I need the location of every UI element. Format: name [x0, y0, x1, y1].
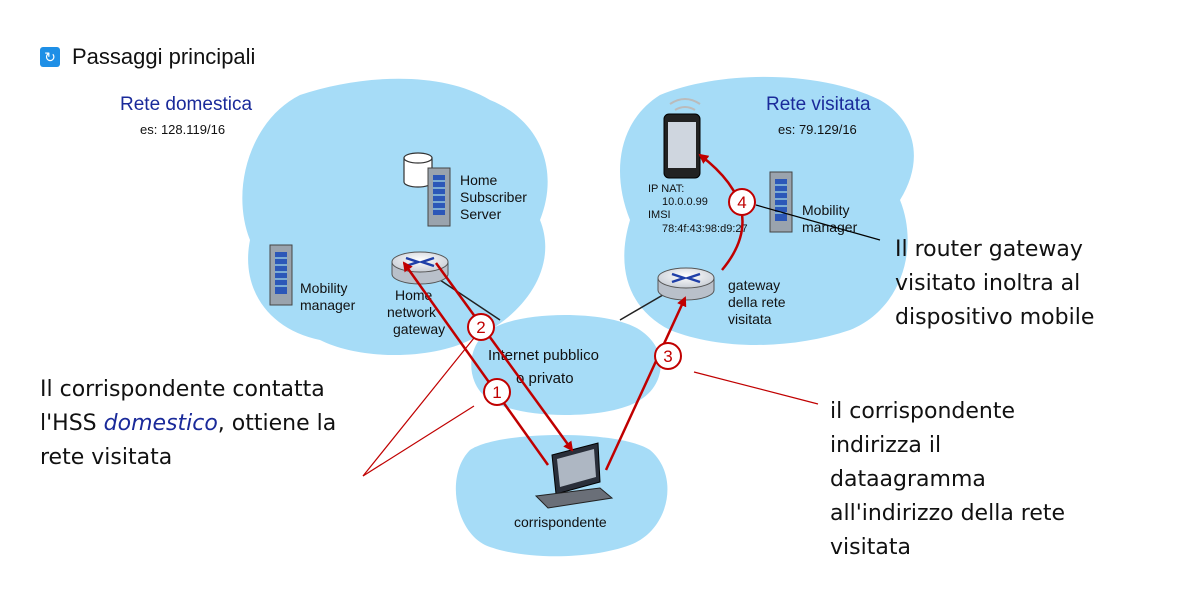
annotation-right-bottom-line2: indirizza il — [830, 433, 941, 458]
annotation-right-top-line1: Il router gateway — [895, 237, 1083, 262]
annotation-left-line2: l'HSS domestico, ottiene la — [40, 411, 336, 436]
home-network-name: Rete domestica — [120, 94, 252, 115]
home-network-cloud — [242, 78, 548, 355]
home-to-internet-link — [439, 279, 501, 321]
home-mm-label-1: Mobility — [300, 280, 347, 296]
visited-gw-label-3: visitata — [728, 311, 772, 327]
visited-gw-label-2: della rete — [728, 294, 786, 310]
slide-title: Passaggi principali — [72, 44, 256, 69]
internet-label-1: Internet pubblico — [488, 347, 599, 364]
correspondent-label: corrispondente — [514, 514, 607, 530]
annotation-left-line3: rete visitata — [40, 445, 172, 470]
ipnat-label: IP NAT: — [648, 183, 684, 195]
step-3-badge: 3 — [654, 342, 682, 370]
refresh-icon: ↻ — [40, 47, 60, 67]
svg-text:4: 4 — [737, 193, 746, 212]
hss-label-1: Home — [460, 172, 498, 188]
home-mm-label-2: manager — [300, 297, 356, 313]
annotation-right-bottom-line5: visitata — [830, 535, 911, 560]
right-top-pointer — [755, 204, 881, 241]
step1-arrow — [402, 261, 550, 466]
visited-network-prefix: es: 79.129/16 — [778, 122, 857, 137]
step-1-badge: 1 — [483, 378, 511, 406]
annotation-right-bottom-line4: all'indirizzo della rete — [830, 501, 1065, 526]
hss-label-2: Subscriber — [460, 189, 527, 205]
visited-gateway-router-icon — [657, 267, 715, 301]
svg-text:1: 1 — [492, 383, 501, 402]
home-gw-label-3: gateway — [393, 321, 445, 337]
left-pointer-a — [362, 337, 475, 477]
ipnat-value: 10.0.0.99 — [662, 196, 708, 208]
internet-cloud — [471, 315, 661, 415]
hss-database-icon — [403, 152, 433, 188]
imsi-value: 78:4f:43:98:d9:27 — [662, 223, 748, 235]
step3-arrow — [604, 296, 687, 471]
visited-network-name: Rete visitata — [766, 94, 871, 115]
slide-header: ↻ Passaggi principali — [40, 44, 255, 70]
visited-mm-label-2: manager — [802, 219, 858, 235]
mobile-phone-icon — [663, 98, 701, 179]
internet-to-visited-link — [619, 291, 669, 321]
visited-mm-label-1: Mobility — [802, 202, 849, 218]
home-gw-label-2: network — [387, 304, 437, 320]
step2-arrow — [434, 262, 574, 452]
imsi-label: IMSI — [648, 209, 671, 221]
hss-label-3: Server — [460, 206, 502, 222]
step-4-badge: 4 — [728, 188, 756, 216]
step-2-badge: 2 — [467, 313, 495, 341]
svg-text:3: 3 — [663, 347, 672, 366]
annotation-right-top-line3: dispositivo mobile — [895, 305, 1094, 330]
annotation-right-top-line2: visitato inoltra al — [895, 271, 1080, 296]
internet-label-2: o privato — [516, 370, 574, 387]
visited-mobility-manager-icon — [769, 171, 793, 233]
left-pointer-b — [362, 405, 475, 477]
home-mobility-manager-icon — [269, 244, 293, 306]
visited-gw-label-1: gateway — [728, 277, 780, 293]
home-network-prefix: es: 128.119/16 — [140, 122, 225, 137]
annotation-left-line1: Il corrispondente contatta — [40, 377, 325, 402]
annotation-right-bottom-line3: dataagramma — [830, 467, 986, 492]
annotation-right-bottom-line1: il corrispondente — [830, 399, 1015, 424]
right-bottom-pointer — [693, 371, 819, 405]
svg-text:2: 2 — [476, 318, 485, 337]
hss-server-icon — [427, 167, 451, 227]
computer-icon — [534, 442, 614, 509]
